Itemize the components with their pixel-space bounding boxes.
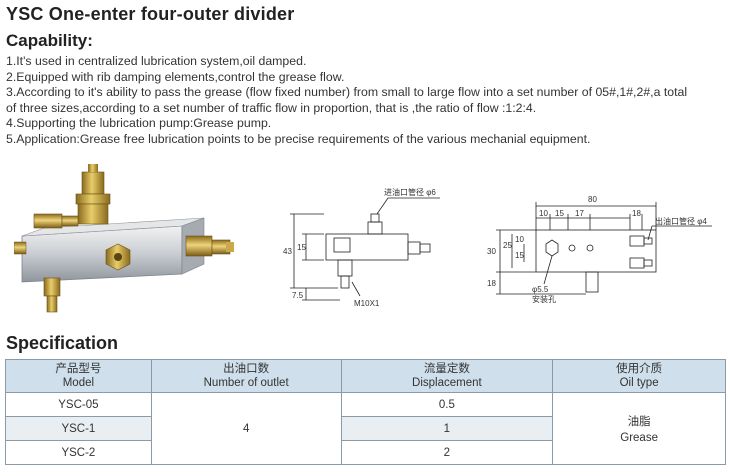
front-view-drawing: 80 10 15 17 18 出油口管径 φ4 30 25 10 15 18 φ… xyxy=(487,195,712,304)
page-title: YSC One-enter four-outer divider xyxy=(6,4,295,24)
dim-18-v: 18 xyxy=(487,279,496,288)
dim-15: 15 xyxy=(555,209,564,218)
dim-43: 43 xyxy=(283,247,292,256)
capability-item: 3.According to it's ability to pass the … xyxy=(6,85,688,100)
dim-15-v: 15 xyxy=(515,251,524,260)
thread-label: M10X1 xyxy=(354,299,380,308)
hole-label: 安装孔 xyxy=(532,294,556,304)
side-view-drawing: 进油口管径 φ6 43 15 7.5 M10X1 xyxy=(283,187,440,308)
dim-10: 10 xyxy=(539,209,548,218)
capability-item: 1.It's used in centralized lubrication s… xyxy=(6,54,307,68)
cell-displacement: 2 xyxy=(340,440,554,465)
spec-header-row: 产品型号 Model 出油口数 Number of outlet 流量定数 Di… xyxy=(5,359,726,393)
cell-displacement: 0.5 xyxy=(340,392,554,417)
dim-15: 15 xyxy=(297,243,306,252)
cell-oil-type: 油脂 Grease xyxy=(552,392,726,465)
cell-model: YSC-05 xyxy=(5,392,152,417)
dim-7-5: 7.5 xyxy=(292,291,304,300)
dim-17: 17 xyxy=(575,209,584,218)
cell-model: YSC-1 xyxy=(5,416,152,441)
col-model: 产品型号 Model xyxy=(5,359,152,393)
spec-heading: Specification xyxy=(6,333,119,353)
inlet-label: 进油口管径 φ6 xyxy=(384,187,436,197)
capability-heading: Capability: xyxy=(6,31,93,50)
cell-outlets: 4 xyxy=(150,392,342,465)
col-oil-type: 使用介质 Oil type xyxy=(552,359,726,393)
dim-80: 80 xyxy=(588,195,597,204)
capability-item: 5.Application:Grease free lubrication po… xyxy=(6,131,591,146)
hole-dim: φ5.5 xyxy=(532,285,549,294)
cell-model: YSC-2 xyxy=(5,440,152,465)
dim-30: 30 xyxy=(487,247,496,256)
outlet-label: 出油口管径 φ4 xyxy=(655,216,707,226)
cell-displacement: 1 xyxy=(340,416,554,441)
product-photo xyxy=(14,164,234,313)
dim-25: 25 xyxy=(503,241,512,250)
col-displacement: 流量定数 Displacement xyxy=(340,359,554,393)
spec-table: 产品型号 Model 出油口数 Number of outlet 流量定数 Di… xyxy=(5,359,726,465)
table-row: YSC-05 4 0.5 油脂 Grease xyxy=(5,392,726,465)
capability-item: of three sizes,according to a set number… xyxy=(6,100,537,115)
capability-item: 2.Equipped with rib damping elements,con… xyxy=(6,69,345,84)
table-row: YSC-1 1 xyxy=(5,416,726,441)
col-outlets: 出油口数 Number of outlet xyxy=(150,359,342,393)
dim-10-v: 10 xyxy=(515,235,524,244)
table-row: YSC-2 2 xyxy=(5,440,726,465)
capability-list: 1.It's used in centralized lubrication s… xyxy=(6,54,726,148)
capability-item: 4.Supporting the lubrication pump:Grease… xyxy=(6,116,272,131)
dim-18: 18 xyxy=(632,209,641,218)
